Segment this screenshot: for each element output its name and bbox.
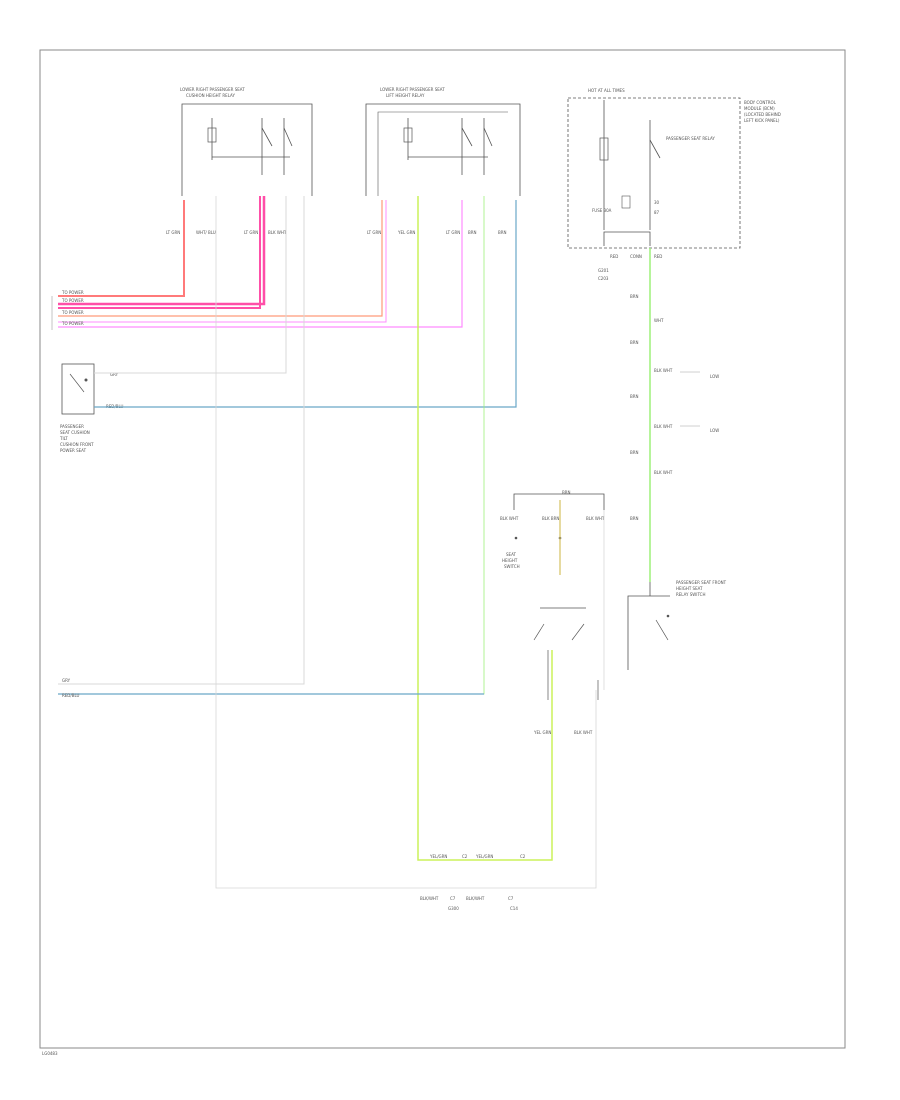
mid-seat-wire-4: BRN bbox=[468, 230, 477, 235]
left-seat-wire-3: LT GRN bbox=[244, 230, 258, 235]
passenger-front-relay-switch: PASSENGER SEAT FRONT HEIGHT SEAT RELAY S… bbox=[627, 580, 727, 670]
relay-terminal: 30 bbox=[654, 200, 660, 205]
left-lower-1: GRY bbox=[62, 678, 71, 683]
mid-seat-title: LOWER RIGHT PASSENGER SEAT bbox=[380, 87, 445, 92]
chain-3b: BLK WHT bbox=[654, 368, 673, 373]
passenger-seat-motor: PASSENGER SEAT CUSHION TILT CUSHION FRON… bbox=[59, 196, 517, 453]
passenger-switch-1: PASSENGER SEAT FRONT bbox=[676, 580, 727, 585]
switch-box-name-3: TILT bbox=[59, 436, 68, 441]
relay-terminal-b: 87 bbox=[654, 210, 660, 215]
chain-2: WHT bbox=[654, 318, 664, 323]
left-lower-2: RED/BLU bbox=[62, 693, 80, 698]
left-seat-subtitle: CUSHION HEIGHT RELAY bbox=[186, 93, 235, 98]
bottom-gnd-1: BLK/WHT bbox=[420, 896, 439, 901]
mid-seat-wire-1: LT GRN bbox=[367, 230, 381, 235]
left-seat-wire-2: WHT/ BLU bbox=[196, 230, 216, 235]
wire-white-lower bbox=[58, 196, 305, 685]
chassis-1: G201 bbox=[598, 268, 609, 273]
fuse-name: FUSE 30A bbox=[592, 208, 612, 213]
bottom-gnd-2: C7 bbox=[450, 896, 456, 901]
chain-5b: BLK WHT bbox=[654, 470, 673, 475]
chain-4b: BLK WHT bbox=[654, 424, 673, 429]
connector-chain: BRN WHT BRN BLK WHT LOW BRN BLK WHT LOW … bbox=[630, 248, 719, 582]
fuse-wire-b: CONN bbox=[630, 254, 642, 259]
mid-seat-wire-5: BRN bbox=[498, 230, 507, 235]
bottom-gnd-6: C14 bbox=[510, 906, 518, 911]
fuse-box-title: HOT AT ALL TIMES bbox=[588, 88, 625, 93]
bottom-bus-4: C2 bbox=[520, 854, 526, 859]
bus-label-a: TO POWER bbox=[61, 290, 84, 295]
chassis-2: C203 bbox=[598, 276, 609, 281]
chain-3: BRN bbox=[630, 340, 639, 345]
fuse-block: HOT AT ALL TIMES FUSE 30A PASSENGER SEAT… bbox=[567, 88, 781, 281]
chain-3c: LOW bbox=[710, 374, 719, 379]
mid-switch-caption-1: SEAT bbox=[506, 552, 516, 557]
bottom-bus-3: YEL/GRN bbox=[475, 854, 493, 859]
smart-jb-title: BODY CONTROL bbox=[744, 100, 777, 105]
smart-jb-line3: (LOCATED BEHIND bbox=[744, 112, 781, 117]
wire-green-mid bbox=[58, 196, 485, 695]
mid-switch-top: BRN bbox=[562, 490, 571, 495]
bottom-gnd-5: G300 bbox=[448, 906, 459, 911]
diagram-footer: LG0483 bbox=[42, 1051, 58, 1056]
mid-seat-switch: LOWER RIGHT PASSENGER SEAT LIFT HEIGHT R… bbox=[365, 87, 521, 235]
passenger-switch-3: RELAY SWITCH bbox=[676, 592, 705, 597]
mid-seat-subtitle: LIFT HEIGHT RELAY bbox=[386, 93, 425, 98]
mid-switch-w3: BLK WHT bbox=[586, 516, 605, 521]
switch-box-name-4: CUSHION FRONT bbox=[60, 442, 94, 447]
pwr-sw-w1: YEL GRN bbox=[533, 730, 551, 735]
switch-box-name-1: PASSENGER bbox=[60, 424, 84, 429]
wire-yellowgreen-long bbox=[417, 196, 553, 861]
mid-seat-wire-2: YEL GRN bbox=[397, 230, 415, 235]
sw-wire-top: GRY bbox=[110, 372, 119, 377]
relay-name: PASSENGER SEAT RELAY bbox=[666, 136, 715, 141]
passenger-switch-2: HEIGHT SEAT bbox=[676, 586, 703, 591]
smart-jb-line2: MODULE (BCM) bbox=[744, 106, 775, 111]
left-seat-switch: LOWER RIGHT PASSENGER SEAT CUSHION HEIGH… bbox=[166, 87, 313, 235]
switch-box-name-5: POWER SEAT bbox=[60, 448, 87, 453]
left-seat-wire-1: LT GRN bbox=[166, 230, 180, 235]
bus-label-c: TO POWER bbox=[61, 310, 84, 315]
bottom-bus-2: C2 bbox=[462, 854, 468, 859]
diagram-border bbox=[39, 49, 846, 1049]
mid-switch-caption-3: SWITCH bbox=[504, 564, 520, 569]
mid-switch-w2: BLK BRN bbox=[542, 516, 559, 521]
bus-label-d: TO POWER bbox=[61, 321, 84, 326]
fuse-wire-a: RED bbox=[610, 254, 618, 259]
bottom-bus: YEL/GRN C2 YEL/GRN C2 BLK/WHT C7 BLK/WHT… bbox=[420, 854, 526, 911]
smart-jb-line4: LEFT KICK PANEL) bbox=[744, 118, 780, 123]
chain-4: BRN bbox=[630, 394, 639, 399]
mid-seat-wire-3: LT GRN bbox=[446, 230, 460, 235]
fuse-wire-c: RED bbox=[654, 254, 662, 259]
bus-wires: TO POWER TO POWER TO POWER TO POWER bbox=[51, 196, 463, 330]
mid-switch-caption-2: HEIGHT bbox=[502, 558, 518, 563]
seat-height-switch: BRN BLK WHT BLK BRN BLK WHT SEAT HEIGHT … bbox=[500, 490, 605, 735]
mid-switch-w1: BLK WHT bbox=[500, 516, 519, 521]
chain-5: BRN bbox=[630, 450, 639, 455]
chain-4c: LOW bbox=[710, 428, 719, 433]
bottom-bus-1: YEL/GRN bbox=[429, 854, 447, 859]
pwr-sw-w2: BLK WHT bbox=[574, 730, 593, 735]
chain-1: BRN bbox=[630, 294, 639, 299]
left-seat-title: LOWER RIGHT PASSENGER SEAT bbox=[180, 87, 245, 92]
bus-label-b: TO POWER bbox=[61, 298, 84, 303]
wire-white-ground bbox=[215, 196, 597, 889]
switch-box-name-2: SEAT CUSHION bbox=[60, 430, 90, 435]
chain-6: BRN bbox=[630, 516, 639, 521]
bottom-gnd-3: BLK/WHT bbox=[466, 896, 485, 901]
left-seat-wire-4: BLK WHT bbox=[268, 230, 287, 235]
bottom-gnd-4: C7 bbox=[508, 896, 514, 901]
